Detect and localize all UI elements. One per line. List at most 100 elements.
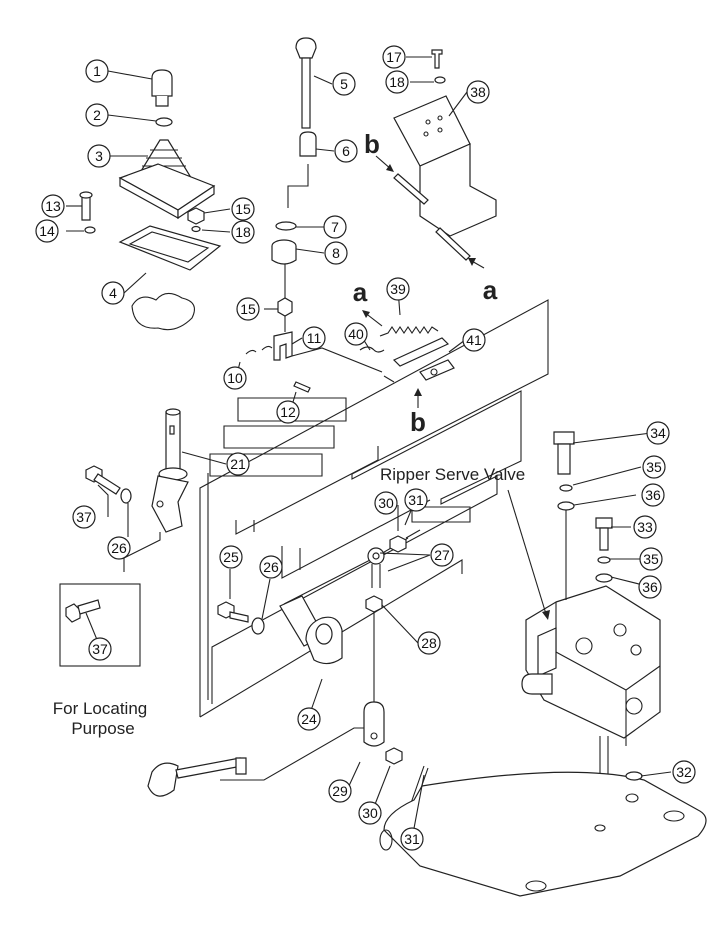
callout-5: 5 [332,72,356,96]
callout-number: 30 [378,495,394,511]
callout-number: 24 [301,711,317,727]
callout-circle [324,241,348,265]
callout-circle [223,366,247,390]
callout-circle [642,455,666,479]
callout-number: 11 [307,330,322,346]
callout-2: 2 [85,103,109,127]
callout-circle [672,760,696,784]
callout-33: 33 [633,515,657,539]
callout-circle [41,194,65,218]
callout-number: 38 [470,84,486,100]
callout-36: 36 [641,483,665,507]
callout-number: 30 [362,805,378,821]
callout-number: 5 [340,76,348,92]
callout-40: 40 [344,322,368,346]
reference-letters: b a a b [353,129,498,437]
callout-17: 17 [382,45,406,69]
callout-circle [85,59,109,83]
callout-number: 3 [95,148,103,164]
callout-number: 32 [676,764,692,780]
lever-21-assembly [65,408,189,623]
callout-circle [219,545,243,569]
callout-7: 7 [323,215,347,239]
callout-circle [332,72,356,96]
callout-number: 21 [230,456,246,472]
lever-24-assembly [217,529,421,702]
callout-number: 7 [331,219,339,235]
callout-number: 31 [404,831,420,847]
callout-number: 35 [646,459,662,475]
callout-number: 10 [227,370,243,386]
callout-15: 15 [231,197,255,221]
callout-number: 36 [642,579,658,595]
callout-number: 29 [332,783,348,799]
ripper-valve-label: Ripper Serve Valve [380,465,525,484]
callout-number: 4 [109,285,117,301]
callout-circle [374,491,398,515]
callout-37: 37 [72,505,96,529]
callout-number: 41 [466,332,482,348]
frame-outlines [59,299,549,718]
reference-arrows [362,155,550,620]
callout-number: 27 [434,547,450,563]
callout-31: 31 [400,827,424,851]
callout-circle [107,536,131,560]
callout-circle [386,277,410,301]
callout-circle [231,197,255,221]
callout-number: 26 [111,540,127,556]
callout-circle [382,45,406,69]
callout-number: 28 [421,635,437,651]
callout-number: 17 [386,49,402,65]
locating-label-line1: For Locating [53,699,148,718]
callout-circle [259,555,283,579]
callout-circle [633,515,657,539]
callout-circle [646,421,670,445]
callout-10: 10 [223,366,247,390]
callout-circle [466,80,490,104]
callout-8: 8 [324,241,348,265]
callout-circle [385,70,409,94]
callout-circle [462,328,486,352]
callout-39: 39 [386,277,410,301]
callout-18: 18 [231,220,255,244]
callout-circle [430,543,454,567]
lever-knob-assembly [79,69,222,331]
callout-number: 36 [645,487,661,503]
callout-35: 35 [639,547,663,571]
callout-circle [72,505,96,529]
callout-circle [358,801,382,825]
callout-38: 38 [466,80,490,104]
callout-number: 12 [280,404,296,420]
callout-24: 24 [297,707,321,731]
callout-number: 2 [93,107,101,123]
callout-number: 33 [637,519,653,535]
callout-circle [35,219,59,243]
callout-circle [87,144,111,168]
ref-letter-a: a [353,277,368,307]
callout-13: 13 [41,194,65,218]
callout-number: 37 [76,509,92,525]
callout-34: 34 [646,421,670,445]
callout-1: 1 [85,59,109,83]
callout-32: 32 [672,760,696,784]
callout-number: 18 [389,74,405,90]
callout-circle [344,322,368,346]
callout-circle [334,139,358,163]
callout-14: 14 [35,219,59,243]
callout-6: 6 [334,139,358,163]
base-frame [379,771,707,897]
callout-circle [641,483,665,507]
callout-circle [101,281,125,305]
callout-number: 14 [39,223,55,239]
callout-26: 26 [107,536,131,560]
callout-25: 25 [219,545,243,569]
callout-circle [400,827,424,851]
callout-number: 37 [92,641,108,657]
callout-circle [88,637,112,661]
callout-number: 39 [390,281,406,297]
callout-circle [231,220,255,244]
callout-27: 27 [430,543,454,567]
callout-36: 36 [638,575,662,599]
callout-11: 11 [302,326,326,350]
callout-circle [297,707,321,731]
